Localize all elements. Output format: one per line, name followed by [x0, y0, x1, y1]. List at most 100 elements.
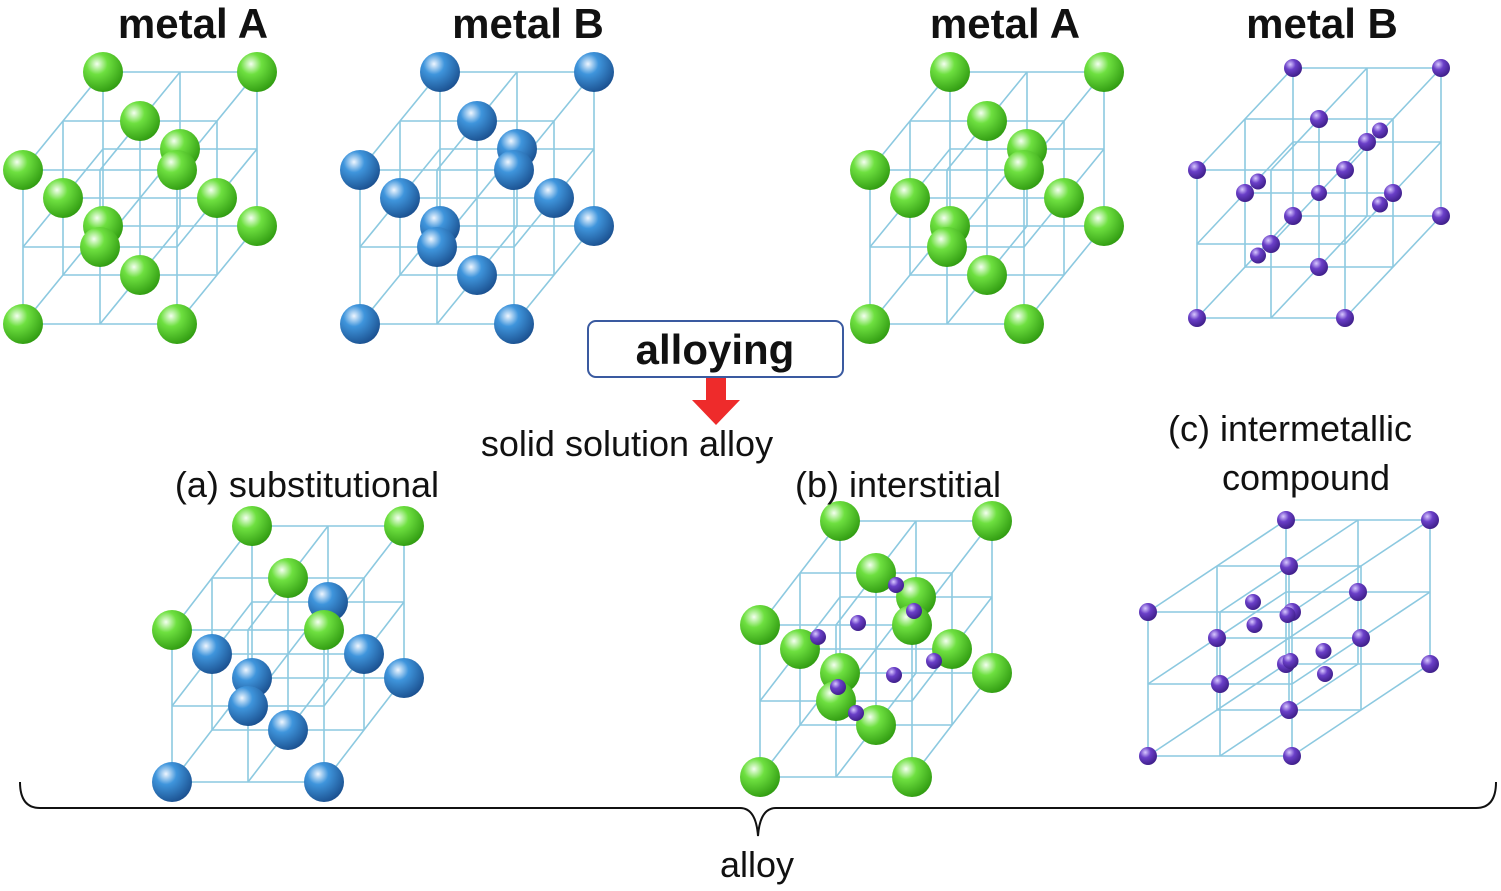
small-atom [1246, 617, 1263, 633]
alloy-brace [19, 781, 1497, 837]
metal-a-atom [967, 101, 1007, 141]
small-atom [810, 629, 826, 645]
small-atom [1280, 701, 1298, 719]
small-atom [1279, 607, 1296, 623]
down-arrow-icon [692, 378, 740, 425]
metal-a-atom [152, 610, 192, 650]
small-atom [1245, 594, 1261, 610]
metal-a-title-left: metal A [118, 0, 268, 47]
metal-a-atom [816, 681, 856, 721]
metal-b-atom [494, 304, 534, 344]
metal-b-atom [268, 710, 308, 750]
small-atom [1211, 675, 1229, 693]
lattice-edge [1291, 663, 1431, 757]
metal-a-atom [856, 553, 896, 593]
lattice-edge [1219, 591, 1359, 685]
small-atom [1283, 747, 1301, 765]
metal-b-atom [344, 634, 384, 674]
metal-a-atom [927, 227, 967, 267]
small-atom [906, 603, 922, 619]
lattice-edge [1344, 215, 1442, 319]
small-atom [1358, 133, 1376, 151]
metal-a-atom [932, 629, 972, 669]
lattice-edge [911, 672, 993, 778]
metal-a-atom [304, 610, 344, 650]
solid-solution-label: solid solution alloy [481, 423, 773, 464]
metal-b-atom [192, 634, 232, 674]
metal-a-atom [1084, 206, 1124, 246]
metal-b-atom [384, 658, 424, 698]
small-atom [1432, 59, 1450, 77]
alloying-box [587, 320, 844, 378]
metal-a-atom [83, 52, 123, 92]
small-atom [1280, 557, 1298, 575]
metal-a-atom [3, 304, 43, 344]
metal-b-atom [152, 762, 192, 802]
metal-a-atom [967, 255, 1007, 295]
small-atom [830, 679, 846, 695]
small-atom [1188, 161, 1206, 179]
small-atom [1311, 185, 1327, 201]
metal-b-atom [417, 227, 457, 267]
metal-a-atom [268, 558, 308, 598]
metal-b-atom [574, 206, 614, 246]
small-atom [1384, 184, 1402, 202]
metal-a-lattice-left [3, 52, 277, 344]
metal-a-atom [856, 705, 896, 745]
metal-a-atom [820, 501, 860, 541]
small-atom [1349, 583, 1367, 601]
small-atom [1277, 511, 1295, 529]
small-atom [1317, 666, 1333, 682]
small-atom [886, 667, 902, 683]
metal-a-atom [850, 304, 890, 344]
metal-b-atom [494, 150, 534, 190]
small-atom [1336, 161, 1354, 179]
intermetallic-lattice [1139, 511, 1439, 765]
metal-a-title-right: metal A [930, 0, 1080, 47]
metal-a-atom [120, 101, 160, 141]
small-atom [850, 615, 866, 631]
metal-b-atom [340, 304, 380, 344]
interstitial-lattice [740, 501, 1012, 797]
metal-a-atom [890, 178, 930, 218]
metal-a-atom [120, 255, 160, 295]
metal-a-atom [780, 629, 820, 669]
substitutional-lattice [152, 506, 424, 802]
metal-a-atom [1084, 52, 1124, 92]
metal-a-atom [892, 605, 932, 645]
metal-b-atom [574, 52, 614, 92]
lattice-edge [323, 677, 405, 783]
metal-b-title-left: metal B [452, 0, 604, 47]
metal-a-atom [80, 227, 120, 267]
metal-a-atom [157, 150, 197, 190]
metal-b-atom [340, 150, 380, 190]
intermetallic-label-line2: compound [1222, 457, 1390, 498]
small-atom [1208, 629, 1226, 647]
small-atom [848, 705, 864, 721]
small-atom [1250, 173, 1266, 190]
metal-a-atom [1044, 178, 1084, 218]
small-atom [1421, 511, 1439, 529]
metal-a-atom [3, 150, 43, 190]
small-atom [1372, 196, 1388, 213]
metal-b-atom [380, 178, 420, 218]
metal-a-atom [930, 52, 970, 92]
small-atom [1352, 629, 1370, 647]
small-atom [1284, 59, 1302, 77]
small-atom [1315, 643, 1332, 659]
metal-a-atom [232, 506, 272, 546]
metal-a-atom [740, 757, 780, 797]
metal-a-atom [1004, 304, 1044, 344]
small-atom [1336, 309, 1354, 327]
small-atom [1139, 747, 1157, 765]
small-atom [1282, 653, 1299, 669]
metal-b-title-right: metal B [1246, 0, 1398, 47]
metal-a-atom [1004, 150, 1044, 190]
metal-a-atom [850, 150, 890, 190]
small-atom [1139, 603, 1157, 621]
small-atom [1236, 184, 1254, 202]
intermetallic-label-line1: (c) intermetallic [1168, 408, 1412, 449]
small-atom [1432, 207, 1450, 225]
alloy-label: alloy [720, 844, 794, 885]
